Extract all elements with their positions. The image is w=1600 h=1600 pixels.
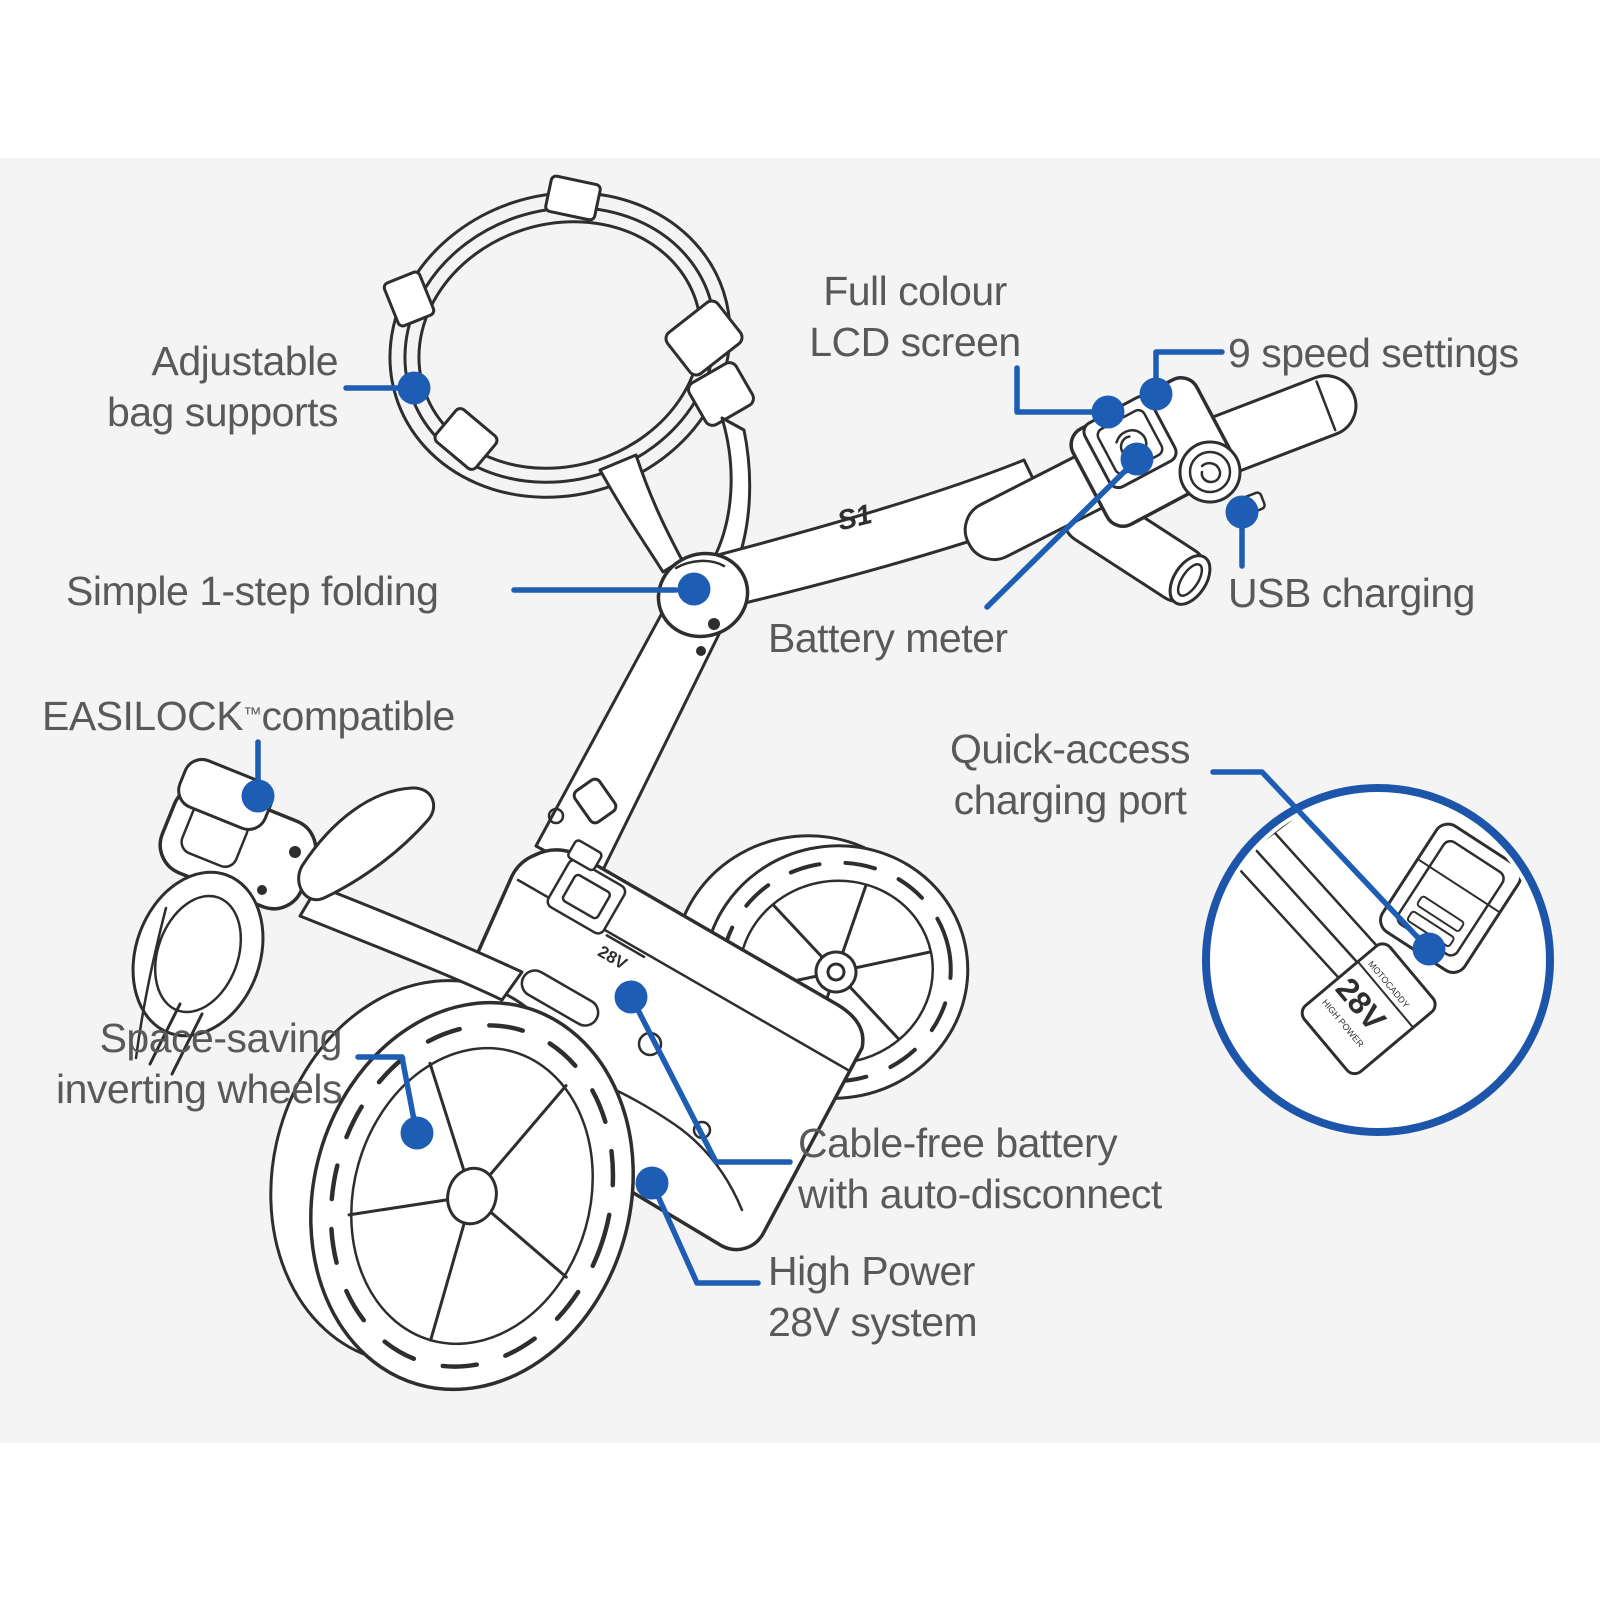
callout-line: High Power <box>768 1248 975 1294</box>
callout-line: EASILOCK™compatible <box>42 688 512 742</box>
front-wheel <box>269 979 635 1392</box>
callout-nine-speed-settings: 9 speed settings <box>1228 328 1558 379</box>
callout-line: USB charging <box>1228 570 1475 616</box>
callout-dot-full-colour-lcd-screen <box>1091 395 1125 429</box>
callout-space-saving-inverting-wheels: Space-saving inverting wheels <box>20 1013 343 1115</box>
callout-cable-free-battery: Cable-free battery with auto-disconnect <box>798 1118 1238 1220</box>
callout-line: charging port <box>953 777 1187 823</box>
connector-line-space-saving-inverting-wheels <box>355 1054 417 1123</box>
easilock-assembly <box>131 757 524 1076</box>
callout-text-segment: compatible <box>261 693 456 740</box>
callout-simple-one-step-folding: Simple 1-step folding <box>66 566 516 617</box>
callout-line: Space-saving <box>99 1015 343 1061</box>
charging-port <box>546 839 627 935</box>
callout-text-segment: EASILOCK <box>42 693 244 740</box>
callout-dot-quick-access-charging-port <box>1412 932 1446 966</box>
callout-line: 9 speed settings <box>1228 330 1519 376</box>
connector-line-high-power-28v-system <box>655 1193 761 1286</box>
callout-line: Simple 1-step folding <box>66 568 439 614</box>
inset-battery: MOTOCADDY 28V HIGH POWER <box>1300 942 1437 1076</box>
callout-battery-meter: Battery meter <box>768 613 1058 664</box>
callout-dot-space-saving-inverting-wheels <box>400 1116 434 1150</box>
callout-line: Adjustable <box>151 338 339 384</box>
callout-dot-simple-one-step-folding <box>677 572 711 606</box>
callout-easilock-compatible: EASILOCK™compatible <box>42 688 512 742</box>
connector-line-nine-speed-settings <box>1153 349 1225 383</box>
callout-line: 28V system <box>768 1299 978 1345</box>
callout-dot-nine-speed-settings <box>1139 377 1173 411</box>
callout-line: with auto-disconnect <box>798 1171 1162 1217</box>
callout-line: Quick-access <box>949 726 1191 772</box>
connector-line-battery-meter <box>984 465 1131 610</box>
callout-high-power-28v-system: High Power 28V system <box>768 1246 1098 1348</box>
callout-adjustable-bag-supports: Adjustable bag supports <box>20 336 339 438</box>
speed-dial <box>1178 440 1242 504</box>
callout-dot-cable-free-battery <box>614 980 648 1014</box>
callout-usb-charging: USB charging <box>1228 568 1498 619</box>
callout-quick-access-charging-port: Quick-access charging port <box>925 724 1215 826</box>
callout-line: bag supports <box>106 389 339 435</box>
callout-line: Cable-free battery <box>798 1120 1118 1166</box>
callout-dot-usb-charging <box>1225 495 1259 529</box>
connector-line-quick-access-charging-port <box>1210 769 1425 945</box>
callout-dot-high-power-28v-system <box>635 1166 669 1200</box>
inset-detail-circle: MOTOCADDY 28V HIGH POWER <box>1202 784 1554 1136</box>
callout-line: LCD screen <box>809 319 1021 365</box>
connector-line-full-colour-lcd-screen <box>1014 365 1095 415</box>
callout-dot-battery-meter <box>1120 442 1154 476</box>
callout-line: inverting wheels <box>56 1066 343 1112</box>
callout-line: Full colour <box>823 268 1007 314</box>
battery-body: 28V <box>432 839 865 1252</box>
callout-text-segment: ™ <box>243 703 262 724</box>
callout-dot-easilock-compatible <box>241 779 275 813</box>
connector-line-cable-free-battery <box>635 1007 793 1165</box>
callout-dot-adjustable-bag-supports <box>397 371 431 405</box>
callout-line: Battery meter <box>768 615 1008 661</box>
